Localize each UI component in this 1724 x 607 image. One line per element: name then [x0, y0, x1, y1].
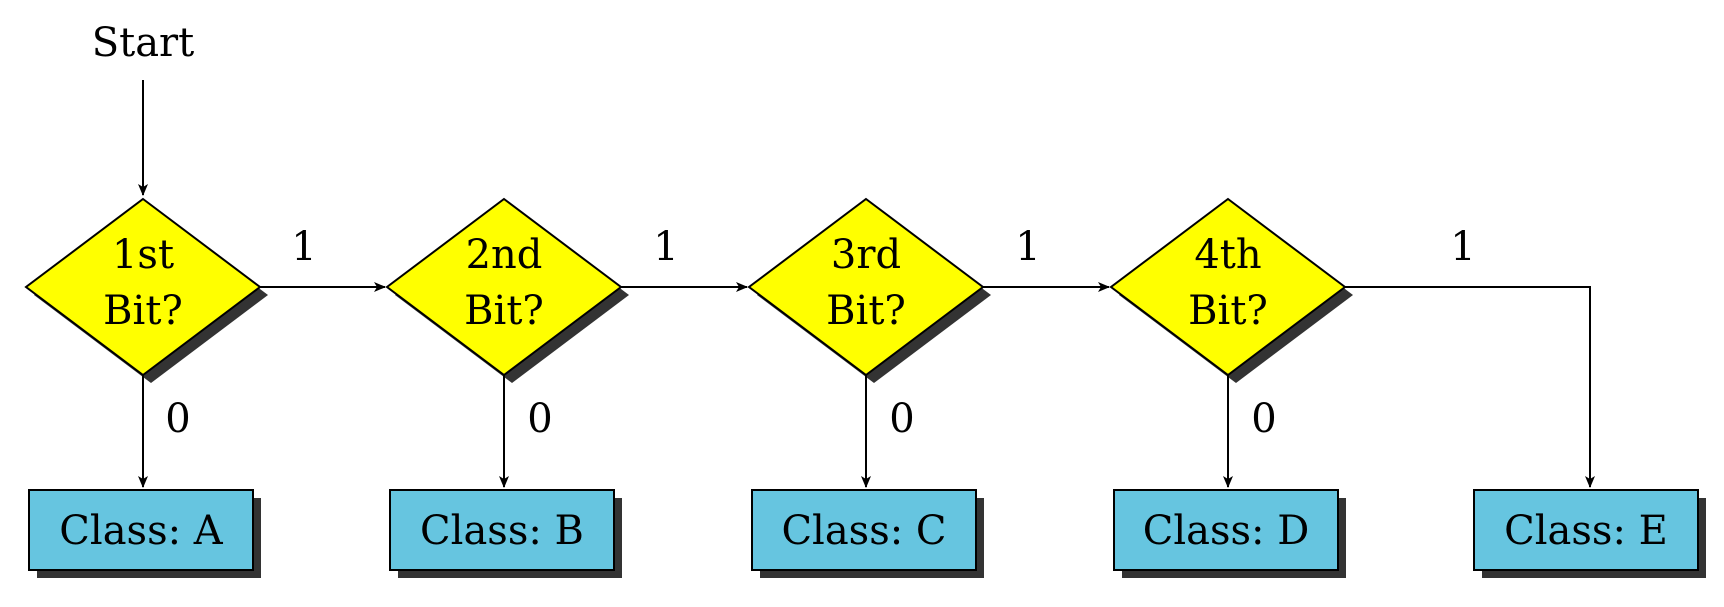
yes-arrow-4 — [1345, 286, 1595, 488]
decision-diamond — [385, 197, 623, 377]
no-label-4: 0 — [1251, 396, 1276, 442]
decision-diamond — [747, 197, 985, 377]
decision-label-line1: 4th — [1194, 232, 1261, 278]
decision-label-line2: Bit? — [1188, 288, 1268, 334]
decision-node-4: 4th Bit? — [1109, 197, 1353, 383]
class-label: Class: B — [420, 508, 584, 554]
decision-label-line1: 2nd — [466, 232, 543, 278]
class-box-rect — [1473, 489, 1699, 571]
decision-diamond — [24, 197, 262, 377]
class-box-rect — [1113, 489, 1339, 571]
class-box-a: Class: A — [28, 489, 261, 578]
class-box-rect — [751, 489, 977, 571]
class-box-e: Class: E — [1473, 489, 1706, 578]
no-label-3: 0 — [889, 396, 914, 442]
class-box-rect — [389, 489, 615, 571]
decision-node-2: 2nd Bit? — [385, 197, 629, 383]
class-label: Class: E — [1504, 508, 1668, 554]
decision-label-line2: Bit? — [103, 288, 183, 334]
decision-diamond — [1109, 197, 1347, 377]
decision-node-3: 3rd Bit? — [747, 197, 991, 383]
class-label: Class: A — [59, 508, 223, 554]
decision-label-line1: 1st — [112, 232, 174, 278]
class-box-c: Class: C — [751, 489, 984, 578]
class-box-d: Class: D — [1113, 489, 1346, 578]
yes-label-3: 1 — [1015, 224, 1040, 270]
decision-node-1: 1st Bit? — [24, 197, 268, 383]
class-box-rect — [28, 489, 254, 571]
class-label: Class: C — [781, 508, 946, 554]
yes-label-4: 1 — [1450, 224, 1475, 270]
yes-label-2: 1 — [653, 224, 678, 270]
decision-label-line2: Bit? — [826, 288, 906, 334]
class-label: Class: D — [1143, 508, 1310, 554]
class-box-b: Class: B — [389, 489, 622, 578]
yes-label-1: 1 — [291, 224, 316, 270]
decision-label-line1: 3rd — [831, 232, 901, 278]
no-label-1: 0 — [165, 396, 190, 442]
start-label: Start — [92, 20, 195, 66]
no-label-2: 0 — [527, 396, 552, 442]
decision-label-line2: Bit? — [464, 288, 544, 334]
